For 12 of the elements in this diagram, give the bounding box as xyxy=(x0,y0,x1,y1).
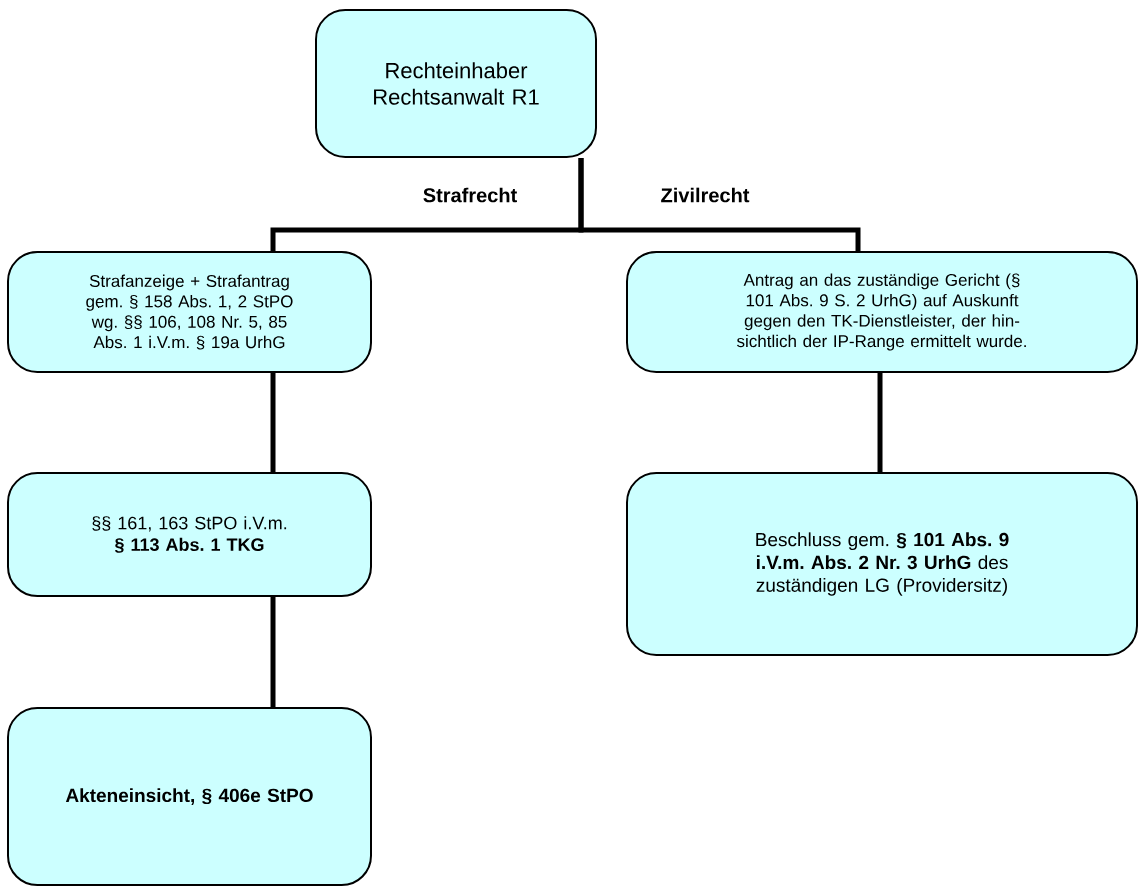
connector-line xyxy=(270,373,276,472)
connector-line xyxy=(270,597,276,707)
edge-label: Zivilrecht xyxy=(659,186,751,204)
process-box: Beschluss gem. § 101 Abs. 9 i.V.m. Abs. 2 Nr. 3 UrhG des zuständigen LG (Providersitz) xyxy=(626,472,1138,656)
connector-line xyxy=(578,158,861,251)
process-box: Rechteinhaber Rechtsanwalt R1 xyxy=(315,9,597,158)
process-box: Antrag an das zuständige Gericht (§ 101 Abs. 9 S. 2 UrhG) auf Auskunft gegen den TK-Dienstleister, der hin- sichtlich der IP-Range ermittelt wurde. xyxy=(626,251,1138,373)
connector-line xyxy=(877,373,883,472)
process-box: Akteneinsicht, § 406e StPO xyxy=(7,707,372,886)
process-box: Strafanzeige + Strafantrag gem. § 158 Abs. 1, 2 StPO wg. §§ 106, 108 Nr. 5, 85 Abs. 1 i.V.m. § 19a UrhG xyxy=(7,251,372,373)
process-box: §§ 161, 163 StPO i.V.m. § 113 Abs. 1 TKG xyxy=(7,472,372,597)
edge-label: Strafrecht xyxy=(421,186,519,204)
